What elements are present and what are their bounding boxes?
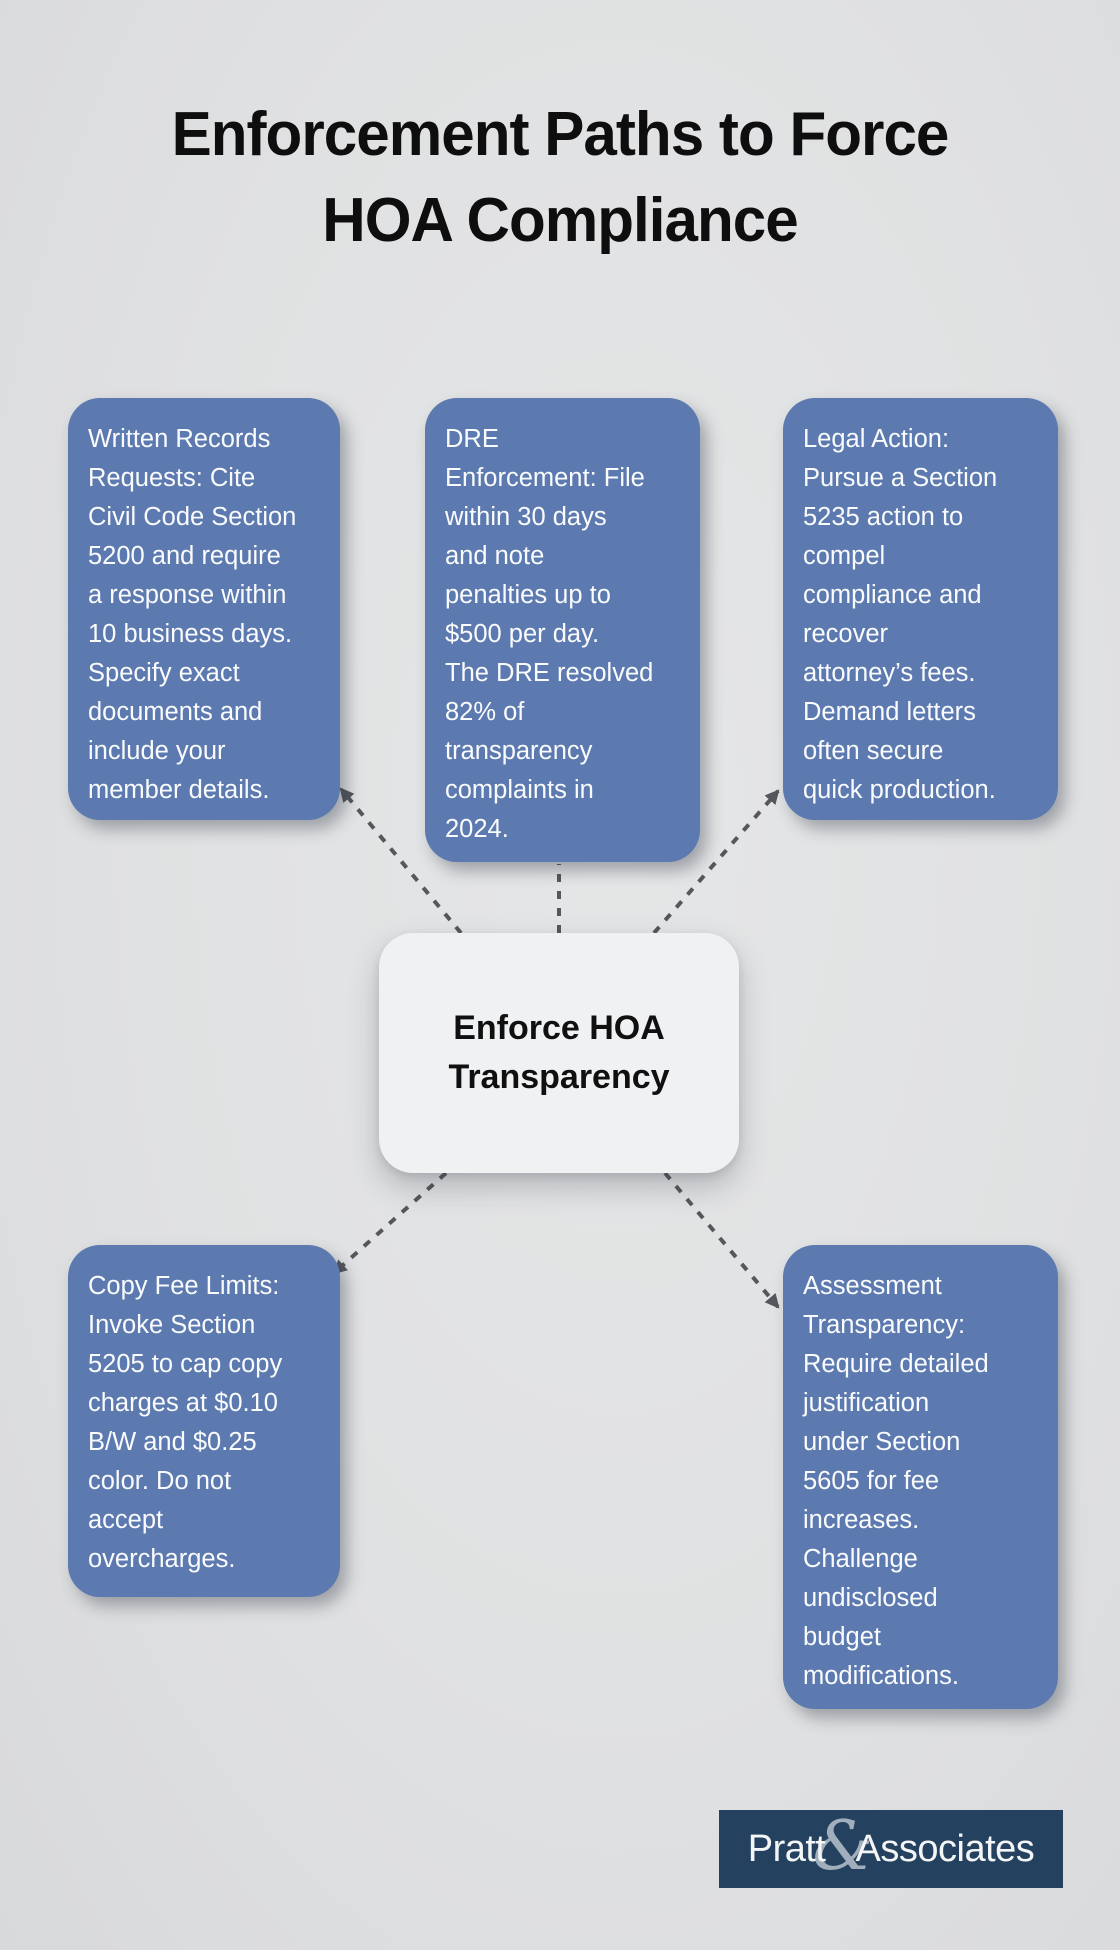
branch-node-assessment-transparency: Assessment Transparency: Require detaile… bbox=[783, 1245, 1058, 1709]
logo-word-pratt: Pratt bbox=[747, 1827, 826, 1870]
branch-node-legal-action: Legal Action: Pursue a Section 5235 acti… bbox=[783, 398, 1058, 820]
logo-word-associates: Associates bbox=[855, 1827, 1035, 1870]
branch-node-copy-fee-limits: Copy Fee Limits: Invoke Section 5205 to … bbox=[68, 1245, 340, 1597]
connector-to-copy-fee-limits bbox=[332, 1171, 448, 1275]
branch-node-dre-enforcement: DRE Enforcement: File within 30 days and… bbox=[425, 398, 700, 862]
branch-node-written-records: Written Records Requests: Cite Civil Cod… bbox=[68, 398, 340, 820]
logo-ampersand-glyph: & bbox=[812, 1807, 873, 1886]
page-title: Enforcement Paths to Force HOA Complianc… bbox=[171, 100, 950, 255]
connector-to-assessment-transparency bbox=[663, 1171, 780, 1309]
brand-logo: Pratt & Associates bbox=[719, 1810, 1063, 1888]
center-node: Enforce HOA Transparency bbox=[379, 933, 739, 1173]
